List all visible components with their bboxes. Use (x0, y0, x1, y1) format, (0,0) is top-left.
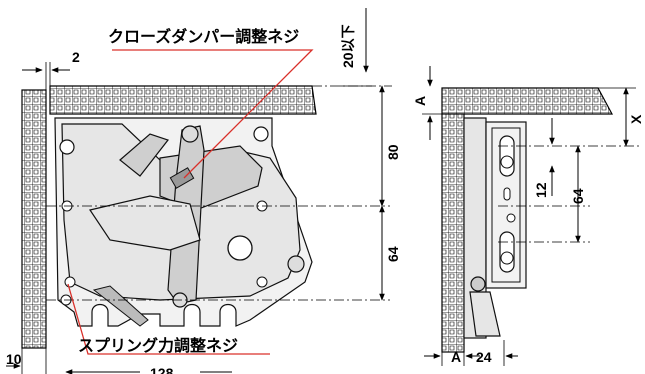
pivot-pin (181, 125, 199, 143)
side-panel-side (441, 113, 465, 353)
dim-64-left: 64 (385, 246, 401, 262)
pivot-pin (256, 276, 268, 288)
adjust-screw-side (470, 276, 486, 292)
front-view: クローズダンパー調整ネジ スプリング力調整ネジ 20以下 2 80 64 10 … (6, 8, 401, 374)
dim-24: 24 (476, 349, 492, 365)
hole (227, 235, 253, 261)
spring-cylinder (119, 133, 169, 177)
damper-adjust-screw (169, 167, 195, 189)
hole (59, 139, 75, 155)
spring-adjust-screw (92, 285, 149, 327)
pivot-pin (64, 276, 76, 288)
damper-leader (112, 49, 314, 179)
spring-leader (67, 283, 270, 355)
spring-screw-label: スプリング力調整ネジ (78, 336, 238, 355)
damper-screw-label: クローズダンパー調整ネジ (108, 27, 299, 46)
dim-A-bottom: A (451, 349, 461, 365)
dim-A-top: A (412, 96, 428, 106)
dim-80: 80 (385, 144, 401, 160)
dim-2: 2 (72, 49, 80, 65)
door-panel (49, 85, 317, 115)
dim-64-right: 64 (570, 188, 586, 204)
hole (253, 126, 269, 142)
dim-10: 10 (6, 351, 22, 367)
arm-link-lower (89, 195, 201, 251)
side-panel (21, 89, 47, 349)
pivot-pin (287, 255, 305, 273)
door-panel-side (441, 87, 614, 115)
dim-X: X (628, 114, 644, 124)
dim-128: 128 (150, 365, 174, 374)
side-view: A X 12 64 A 24 (412, 66, 644, 366)
dim-20-below: 20以下 (340, 24, 356, 68)
slot (503, 187, 511, 201)
dim-12: 12 (533, 182, 549, 198)
